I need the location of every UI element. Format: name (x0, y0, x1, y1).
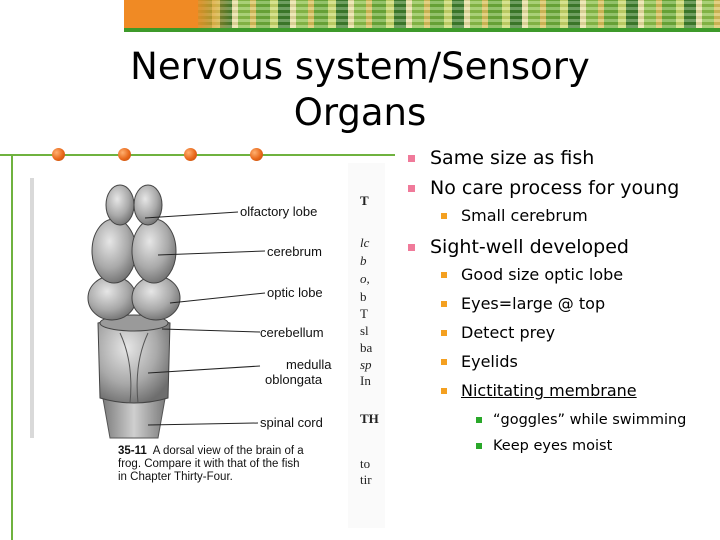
sub-sub-bullet-text: “goggles” while swimming (493, 412, 687, 428)
caption-line1: A dorsal view of the brain of a (152, 445, 304, 457)
bullet-text: No care process for young (430, 177, 680, 199)
sub-bullet-item: Nictitating membrane (408, 381, 713, 401)
book-fragment: sp (360, 357, 372, 372)
sub-bullet-marker (441, 213, 447, 219)
banner-green-rule (124, 28, 720, 32)
sub-bullet-item: Eyes=large @ top (408, 294, 713, 314)
frog-brain-figure: olfactory lobe cerebrum optic lobe cereb… (30, 163, 385, 528)
bullet-list: Same size as fish No care process for yo… (408, 146, 713, 462)
sub-sub-bullet-text: Keep eyes moist (493, 438, 613, 454)
label-spinal-cord: spinal cord (260, 415, 323, 430)
book-fragment: to (360, 456, 371, 471)
caption-line2: frog. Compare it with that of the fish (118, 458, 300, 470)
sub-bullet-text: Eyes=large @ top (461, 294, 606, 313)
divider-dot-1 (52, 148, 65, 161)
book-fragment: sl (360, 323, 369, 338)
bullet-text: Sight-well developed (430, 236, 629, 258)
caption-number: 35-11 (118, 445, 147, 457)
slide-title: Nervous system/Sensory Organs (60, 44, 660, 136)
sub-bullet-text: Eyelids (461, 352, 518, 371)
sub-sub-bullet-item: “goggles” while swimming (408, 410, 713, 430)
label-cerebrum: cerebrum (267, 244, 322, 259)
banner-fade (124, 0, 234, 28)
top-banner (124, 0, 720, 28)
bullet-marker (408, 155, 415, 162)
slide-title-line1: Nervous system/Sensory (130, 45, 590, 88)
book-fragment: TH (360, 411, 379, 426)
caption-line3: in Chapter Thirty-Four. (118, 471, 233, 483)
book-fragment: In (360, 373, 371, 388)
label-cerebellum: cerebellum (260, 325, 324, 340)
book-fragment: b (360, 289, 367, 304)
book-fragment: T (360, 306, 368, 321)
divider-dot-2 (118, 148, 131, 161)
sub-bullet-item: Detect prey (408, 323, 713, 343)
banner-photo-strip (198, 0, 720, 28)
sub-bullet-marker (441, 359, 447, 365)
sub-bullet-marker (441, 272, 447, 278)
bullet-item: Same size as fish (408, 146, 713, 170)
sub-bullet-item: Eyelids (408, 352, 713, 372)
sub-bullet-text: Detect prey (461, 323, 556, 342)
frog-brain-illustration (30, 163, 385, 528)
book-fragment: o, (360, 271, 370, 286)
book-fragment: b (360, 253, 367, 268)
divider-dot-4 (250, 148, 263, 161)
sub-bullet-marker (441, 388, 447, 394)
bullet-marker (408, 244, 415, 251)
label-oblongata: oblongata (265, 372, 323, 387)
sub-bullet-marker (441, 301, 447, 307)
book-fragment: T (360, 193, 369, 208)
sub-bullet-item: Small cerebrum (408, 206, 713, 226)
book-fragment: tir (360, 472, 372, 487)
book-fragment: lc (360, 235, 370, 250)
dotted-divider (0, 154, 395, 156)
sub-bullet-item: Good size optic lobe (408, 265, 713, 285)
sub-bullet-text-link[interactable]: Nictitating membrane (461, 381, 637, 400)
book-fragment: ba (360, 340, 373, 355)
bullet-item: Sight-well developed (408, 235, 713, 259)
divider-dot-3 (184, 148, 197, 161)
sub-bullet-text: Small cerebrum (461, 206, 588, 225)
sub-bullet-text: Good size optic lobe (461, 265, 624, 284)
label-medulla: medulla (286, 357, 332, 372)
label-optic-lobe: optic lobe (267, 285, 323, 300)
bullet-marker (408, 185, 415, 192)
sub-bullet-marker (441, 330, 447, 336)
bullet-item: No care process for young (408, 176, 713, 200)
side-vertical-rule (11, 155, 13, 540)
label-olfactory-lobe: olfactory lobe (240, 204, 318, 219)
sub-sub-bullet-item: Keep eyes moist (408, 436, 713, 456)
bullet-text: Same size as fish (430, 147, 595, 169)
figure-caption: 35-11 A dorsal view of the brain of a fro… (118, 445, 358, 484)
sub-sub-bullet-marker (476, 443, 482, 449)
slide-title-line2: Organs (293, 91, 427, 134)
sub-sub-bullet-marker (476, 417, 482, 423)
